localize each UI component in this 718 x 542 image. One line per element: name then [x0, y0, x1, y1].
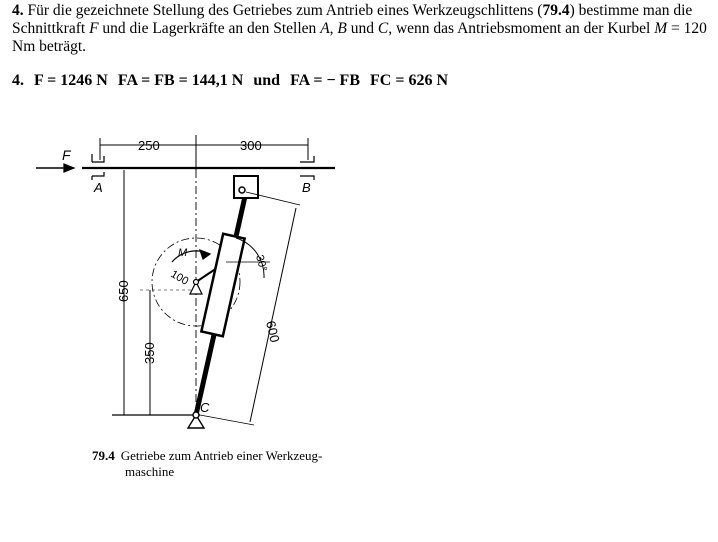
point-c-ref: C	[377, 20, 389, 37]
answer-fa-fb: FA = FB = 144,1 N	[117, 72, 244, 89]
problem-number: 4.	[12, 2, 24, 19]
figure-caption: 79.4 Getriebe zum Antrieb einer Werkzeug-…	[92, 448, 392, 480]
problem-text-4: , wenn das Antriebsmoment an der Kurbel	[388, 20, 655, 37]
moment-symbol: M	[654, 20, 668, 37]
problem-text-3: und die Lagerkräfte an den Stellen	[98, 20, 321, 37]
dim-650: 650	[116, 280, 131, 302]
answer-vector-relation: FA = − FB	[290, 72, 360, 89]
label-a: A	[93, 180, 103, 195]
caption-line-2: maschine	[125, 464, 175, 479]
answer-number: 4.	[12, 72, 24, 89]
mechanism-figure: F A B C M 250 300 650 350 600 100 30°	[36, 135, 335, 429]
problem-text-2: ) bestimme man die Schnittkraft	[12, 2, 693, 37]
label-m: M	[178, 247, 188, 259]
crank-bearing	[189, 280, 203, 295]
problem-text-1: Für die gezeichnete Stellung des Getrieb…	[27, 2, 543, 19]
figure-reference: 79.4	[542, 2, 570, 19]
guide-block	[199, 232, 247, 338]
answer-fc: FC = 626 N	[370, 72, 448, 89]
force-symbol: F	[89, 20, 99, 37]
support-b-mark	[300, 156, 315, 180]
word-und: und	[346, 20, 378, 37]
slider-block-b	[233, 175, 259, 199]
bearing-c	[186, 413, 206, 429]
support-a-mark	[91, 154, 105, 180]
point-a-ref: A	[320, 20, 330, 37]
point-b-ref: B	[337, 20, 347, 37]
problem-statement: 4. Für die gezeichnete Stellung des Getr…	[12, 2, 712, 56]
answer-f: F = 1246 N	[34, 72, 108, 89]
dim-line-600	[249, 207, 297, 423]
caption-line-1: Getriebe zum Antrieb einer Werkzeug-	[120, 448, 323, 463]
problem-text-5: = 120 Nm beträgt.	[12, 20, 707, 55]
crank-circle	[151, 237, 241, 327]
dim-600: 600	[263, 319, 282, 344]
angle-30: 30°	[253, 254, 269, 273]
caption-number: 79.4	[92, 448, 115, 463]
dim-100: 100	[169, 268, 191, 288]
label-b: B	[302, 180, 311, 195]
dim-250: 250	[138, 138, 160, 153]
angle-arc-30	[235, 237, 265, 279]
answer-line: 4. F = 1246 N FA = FB = 144,1 N und FA =…	[12, 72, 712, 90]
comma-sep: ,	[329, 20, 338, 37]
label-c: C	[200, 400, 210, 415]
answer-und: und	[253, 72, 281, 89]
dim-300: 300	[240, 138, 262, 153]
dim-350: 350	[142, 342, 157, 364]
label-f: F	[62, 147, 72, 163]
